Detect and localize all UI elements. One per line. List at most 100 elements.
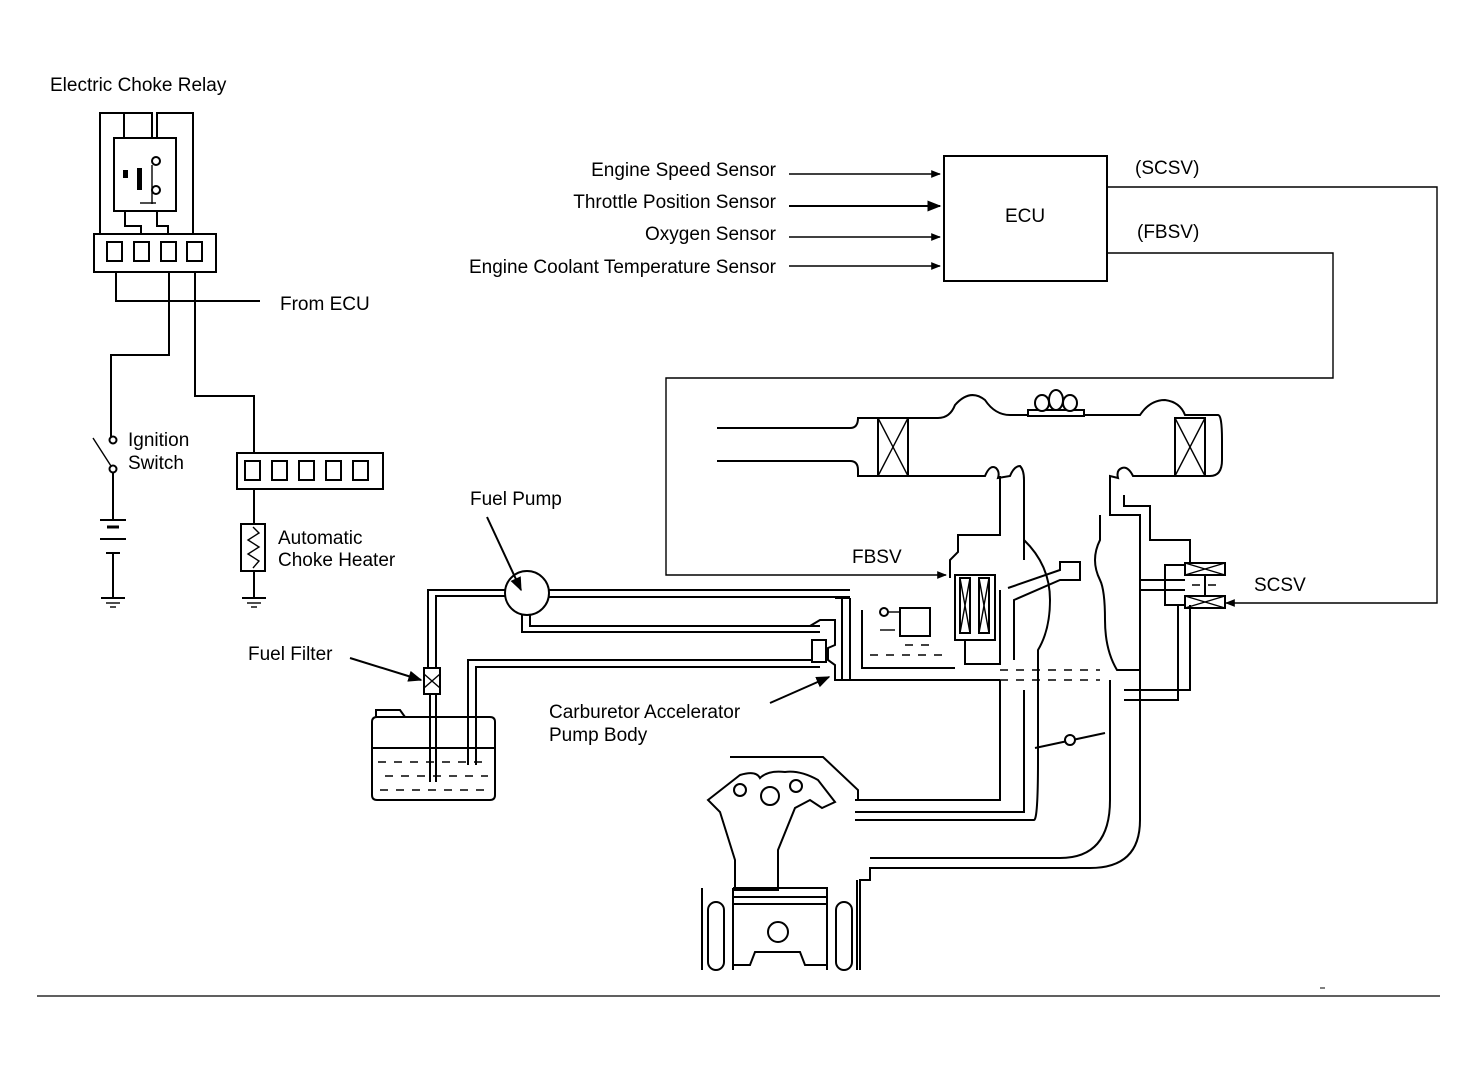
switch-contact (108, 464, 118, 474)
fuel-pump-icon (504, 570, 550, 616)
fuel-supply: Fuel Pump Fuel Filter (248, 489, 852, 801)
ecu-label: ECU (1005, 206, 1045, 227)
carburetor-body (949, 476, 1001, 578)
relay-contact (151, 185, 161, 195)
cam-icon (733, 783, 747, 797)
accel-pump-label-2: Pump Body (549, 725, 648, 746)
piston-pin-icon (767, 921, 789, 943)
venturi-wall (1023, 480, 1052, 670)
resistor-icon (246, 526, 261, 569)
fbsv-solenoid (954, 574, 1001, 665)
relay-wire (156, 112, 194, 237)
relay-wire (124, 211, 142, 237)
relay-wire (156, 211, 169, 237)
fbsv-signal-line (665, 252, 1334, 579)
valve-train (706, 770, 837, 891)
fuel-pump-label: Fuel Pump (470, 489, 562, 510)
float-icon (899, 607, 931, 637)
main-nozzle (1007, 561, 1081, 660)
from-ecu-wire (115, 272, 260, 302)
air-filter-icon (877, 417, 909, 477)
cam-icon (760, 786, 780, 806)
fuel-line-return (529, 615, 820, 627)
fuel-line-pump-filter (435, 595, 505, 668)
piston-icon (732, 887, 828, 970)
fuel-line-return (521, 615, 820, 633)
scsv-passage (1124, 605, 1179, 701)
connector-pin (325, 460, 342, 481)
output-fbsv-label: (FBSV) (1137, 222, 1199, 243)
scsv-passage (1124, 605, 1191, 691)
scsv-signal-line (1107, 186, 1438, 607)
connector-pin (352, 460, 369, 481)
manifold-passage (855, 690, 1025, 813)
connector-pin (186, 241, 203, 262)
piston-skirt (733, 951, 827, 966)
coolant-jacket (707, 901, 725, 971)
manifold-passage (870, 680, 1111, 859)
output-scsv-label: (SCSV) (1135, 158, 1199, 179)
relay-coil-mark (123, 170, 128, 178)
relay-coil-mark (137, 168, 142, 190)
ecu-box (943, 155, 1108, 282)
cylinder-head (730, 756, 859, 800)
air-cleaner-housing (849, 460, 1025, 560)
fuel-tank-cap (375, 709, 406, 718)
cylinder-wall (701, 880, 858, 970)
fuel-filter-icon (423, 667, 441, 695)
relay-contact (151, 156, 161, 166)
fbsv-label: FBSV (852, 547, 902, 568)
electric-choke-relay: Electric Choke Relay From ECU (50, 75, 370, 456)
manifold-passage (855, 680, 1001, 801)
ground-icon (242, 597, 266, 608)
heater-element (240, 523, 266, 572)
ground-icon (101, 597, 125, 608)
connector-pin (160, 241, 177, 262)
connector-pin (106, 241, 123, 262)
ignition-wire (110, 272, 170, 437)
ignition-switch: Ignition Switch (92, 430, 189, 608)
scsv-solenoid (1140, 562, 1226, 609)
air-cleaner-housing (849, 394, 1223, 495)
input-oxygen-sensor: Oxygen Sensor (645, 224, 777, 245)
accelerator-pump-body (809, 597, 852, 681)
fuel-filter-pointer (349, 657, 423, 682)
input-coolant-temp-sensor: Engine Coolant Temperature Sensor (469, 257, 777, 278)
fuel-line-pump-filter (427, 589, 505, 668)
connector-pin (271, 460, 288, 481)
carburetor: FBSV SCSV (717, 389, 1306, 970)
heater-label-1: Automatic (278, 528, 362, 549)
connector-pin (133, 241, 150, 262)
coolant-jacket (835, 901, 853, 971)
manifold-passage (859, 670, 1141, 970)
heater-label-2: Choke Heater (278, 550, 396, 571)
ignition-label-1: Ignition (128, 430, 189, 451)
input-engine-speed-sensor: Engine Speed Sensor (591, 160, 777, 181)
from-ecu-label: From ECU (280, 294, 370, 315)
scsv-label: SCSV (1254, 575, 1306, 596)
venturi-wall (1094, 495, 1141, 671)
heater-wire (194, 272, 255, 456)
automatic-choke-heater: Automatic Choke Heater (236, 452, 396, 608)
air-filter-icon (1174, 417, 1206, 477)
input-throttle-position-sensor: Throttle Position Sensor (573, 192, 776, 213)
fuel-filter-label: Fuel Filter (248, 644, 333, 665)
accel-pump-pointer (769, 676, 831, 704)
ignition-label-2: Switch (128, 453, 184, 474)
engine-cylinder (701, 756, 859, 971)
manifold-passage (855, 670, 1039, 821)
switch-lever (92, 437, 112, 467)
connector-pin (244, 460, 261, 481)
connector-pin (298, 460, 315, 481)
float-bowl (849, 598, 1100, 681)
fuel-tank-icon (371, 716, 496, 801)
carburetor-body (1123, 495, 1191, 565)
fuel-pump-pointer (486, 516, 522, 592)
relay-label: Electric Choke Relay (50, 75, 227, 96)
ecu-block: ECU Engine Speed Sensor Throttle Positio… (469, 155, 1438, 607)
cam-icon (789, 779, 803, 793)
switch-contact (108, 435, 118, 445)
accel-pump-label-1: Carburetor Accelerator (549, 702, 741, 723)
throttle-valve-icon (1034, 732, 1106, 749)
